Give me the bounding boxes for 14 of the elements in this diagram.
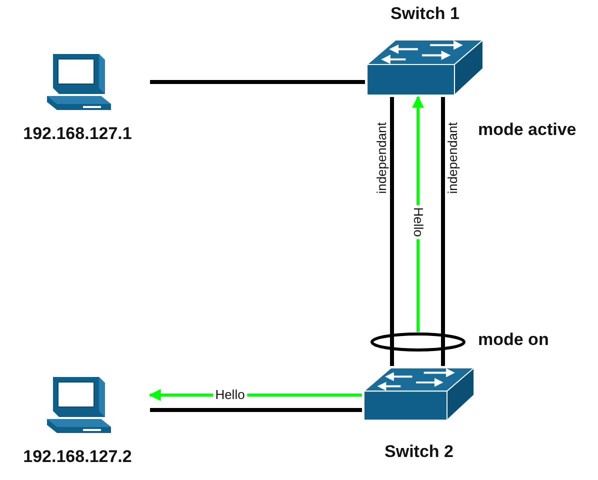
node-label: Switch 1 <box>390 4 460 24</box>
edge-label: independant <box>446 121 460 196</box>
edge-label: Hello <box>411 205 425 239</box>
mode-label: mode on <box>478 330 549 350</box>
cable-line <box>390 97 394 366</box>
cable-line <box>441 97 445 366</box>
node-label: 192.168.127.2 <box>23 447 132 467</box>
mode-label: mode active <box>478 120 576 140</box>
node-label: 192.168.127.1 <box>23 124 132 144</box>
edge-label: Hello <box>213 388 247 402</box>
edge-label: independant <box>375 121 389 196</box>
node-label: Switch 2 <box>384 442 454 462</box>
cable-line <box>150 408 362 412</box>
cable-line <box>150 80 365 84</box>
